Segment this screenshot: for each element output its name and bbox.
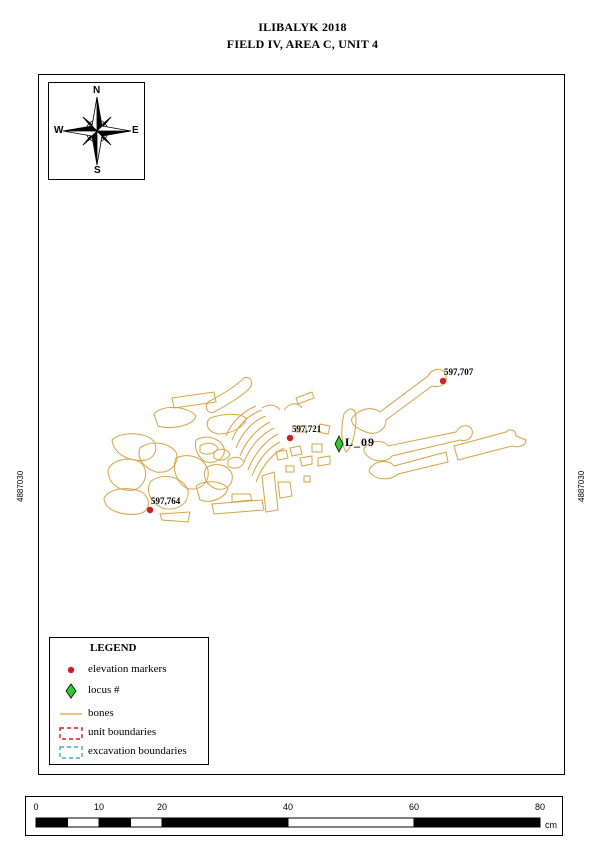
elevation-marker-dot bbox=[146, 506, 154, 514]
scale-bar: 0 10 20 40 60 80 cm bbox=[25, 796, 563, 836]
elevation-marker-group bbox=[146, 377, 447, 514]
legend-item-excavation-boundaries: excavation boundaries bbox=[50, 744, 208, 764]
scale-tick-label: 10 bbox=[94, 802, 104, 812]
legend-item-unit-boundaries: unit boundaries bbox=[50, 725, 208, 745]
compass-east-label: E bbox=[132, 125, 139, 136]
compass-rose-icon bbox=[62, 96, 132, 166]
north-arrow-box: N S E W bbox=[48, 82, 145, 180]
elevation-marker-dot bbox=[286, 434, 294, 442]
scale-tick-label: 0 bbox=[33, 802, 38, 812]
legend-label: bones bbox=[88, 707, 114, 719]
map-subtitle: FIELD IV, AREA C, UNIT 4 bbox=[226, 37, 379, 51]
red-dashed-rect-icon bbox=[59, 727, 83, 740]
scale-bar-graphic: 0 10 20 40 60 80 cm bbox=[33, 802, 557, 830]
elevation-label: 597,764 bbox=[151, 496, 181, 506]
scale-bar-frame bbox=[25, 796, 563, 836]
scale-tick-label: 80 bbox=[535, 802, 545, 812]
locus-diamond-icon bbox=[334, 435, 344, 453]
locus-label: L_09 bbox=[345, 435, 376, 449]
tan-line-icon bbox=[60, 713, 82, 715]
scale-unit-label: cm bbox=[545, 820, 557, 830]
legend-item-bones: bones bbox=[50, 706, 208, 726]
map-title: ILIBALYK 2018 bbox=[258, 20, 347, 34]
scale-tick-label: 20 bbox=[157, 802, 167, 812]
bone-outlines bbox=[103, 368, 527, 523]
elevation-label: 597,721 bbox=[292, 424, 322, 434]
red-dot-icon bbox=[67, 666, 75, 674]
blue-dashed-rect-icon bbox=[59, 746, 83, 759]
legend-label: unit boundaries bbox=[88, 726, 157, 738]
legend-label: elevation markers bbox=[88, 663, 167, 675]
green-diamond-icon bbox=[65, 683, 77, 699]
map-legend: LEGEND elevation markers locus # bones u… bbox=[49, 637, 209, 765]
legend-item-elevation-markers: elevation markers bbox=[50, 662, 208, 682]
elevation-label: 597,707 bbox=[444, 367, 474, 377]
legend-label: locus # bbox=[88, 684, 120, 696]
legend-label: excavation boundaries bbox=[88, 745, 187, 757]
scale-tick-label: 40 bbox=[283, 802, 293, 812]
legend-item-locus: locus # bbox=[50, 683, 208, 703]
map-frame bbox=[38, 74, 565, 775]
scale-tick-label: 60 bbox=[409, 802, 419, 812]
compass-west-label: W bbox=[54, 125, 64, 136]
compass-south-label: S bbox=[94, 165, 101, 176]
elevation-marker-dot bbox=[439, 377, 447, 385]
legend-title: LEGEND bbox=[90, 642, 137, 654]
compass-north-label: N bbox=[93, 85, 101, 96]
